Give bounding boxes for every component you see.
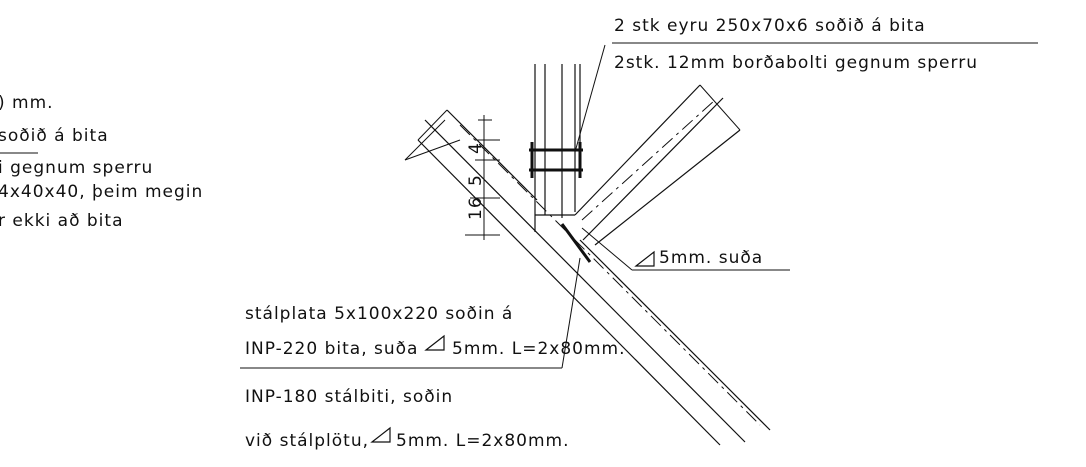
rafter-left <box>417 109 771 446</box>
rafter-right <box>404 84 741 246</box>
left-note-line-3: i gegnum sperru <box>0 158 153 178</box>
plate-note-weld: 5mm. L=2x80mm. <box>452 339 626 359</box>
left-note-line-4: 4x40x40, þeim megin <box>0 182 203 202</box>
beam-note-line-1: INP-180 stálbiti, soðin <box>245 387 453 407</box>
plate-weld-triangle-icon <box>424 334 445 351</box>
left-note-line-1: ) mm. <box>0 93 54 113</box>
dim-label-16: 16 <box>466 196 486 220</box>
left-note-line-5: r ekki að bita <box>0 211 124 231</box>
dim-label-4: 4 <box>466 142 486 154</box>
weld-seam <box>560 223 592 263</box>
bottom-notes: stálplata 5x100x220 soðin á INP-220 bita… <box>240 257 626 451</box>
plate-note-leader <box>561 257 581 369</box>
weld-callout-text: 5mm. suða <box>659 248 763 268</box>
beam-note-line-2-prefix: við stálplötu, <box>245 431 369 451</box>
vertical-member <box>534 64 581 232</box>
top-callout-line-1: 2 stk eyru 250x70x6 soðið á bita <box>614 16 926 36</box>
weld-callout-leader <box>581 227 633 271</box>
left-note-line-2: soðið á bita <box>0 126 109 146</box>
beam-weld-triangle-icon <box>370 426 391 443</box>
dim-label-5: 5 <box>466 174 486 186</box>
plate-note-line-2: INP-220 bita, suða <box>245 339 418 359</box>
left-notes: ) mm. soðið á bita i gegnum sperru 4x40x… <box>0 93 203 231</box>
dimension-chain: 16 5 4 <box>465 115 500 240</box>
weld-callout: 5mm. suða <box>581 227 790 271</box>
beam-note-weld: 5mm. L=2x80mm. <box>396 431 570 451</box>
top-callout-line-2: 2stk. 12mm borðabolti gegnum sperru <box>614 53 978 73</box>
bolts <box>529 142 583 178</box>
weld-triangle-icon <box>634 250 655 267</box>
top-callout: 2 stk eyru 250x70x6 soðið á bita 2stk. 1… <box>574 16 1038 153</box>
plate-note-line-1: stálplata 5x100x220 soðin á <box>245 304 513 324</box>
